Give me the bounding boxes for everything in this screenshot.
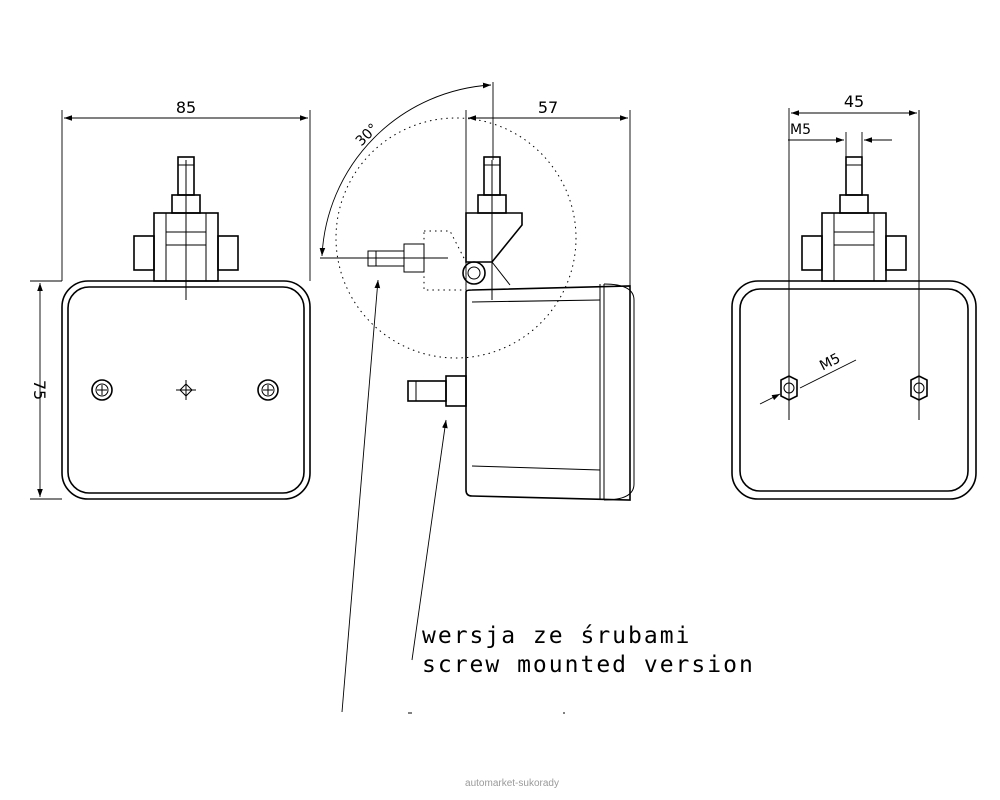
dim-rear-spacing-label: 45 — [844, 92, 864, 111]
rear-view: 45 M5 M5 — [731, 92, 977, 500]
dim-bolt-top-label: M5 — [790, 122, 811, 138]
dim-side-depth: 57 — [465, 98, 631, 290]
front-screw-left — [91, 379, 113, 401]
side-pivot-outer — [462, 261, 486, 285]
front-view: 85 75 — [30, 98, 311, 500]
version-note-english: screw mounted version — [422, 652, 755, 678]
side-rotation-envelope — [335, 117, 577, 359]
side-tilted-bracket-ghost — [320, 230, 467, 291]
side-screw-stud — [407, 375, 467, 407]
dim-side-depth-label: 57 — [538, 98, 558, 117]
front-screw-right — [257, 379, 279, 401]
dim-bolt-rear-label: M5 — [817, 351, 843, 375]
rear-housing-outer — [731, 280, 977, 500]
rear-mounting-bracket — [801, 156, 907, 282]
rear-nut-right — [910, 110, 928, 420]
side-tilt-arc — [319, 82, 492, 257]
side-mounting-bracket — [462, 156, 523, 300]
version-note-polish: wersja ze śrubami — [422, 623, 691, 649]
leader-tilt-bracket — [341, 279, 381, 713]
dim-rear-spacing: 45 — [788, 92, 917, 160]
dim-bolt-top: M5 — [788, 122, 892, 157]
side-pivot-inner — [467, 266, 481, 280]
dim-front-height: 75 — [30, 280, 62, 500]
dim-front-height-label: 75 — [30, 380, 49, 400]
rear-nut-left — [780, 160, 798, 420]
leader-screw-version — [411, 419, 448, 661]
side-housing — [465, 285, 631, 501]
front-mounting-bracket — [133, 156, 239, 300]
dim-front-width: 85 — [61, 98, 311, 281]
rear-housing-inner — [739, 288, 969, 492]
dim-front-width-label: 85 — [176, 98, 196, 117]
dim-tilt-angle-label: 30° — [353, 121, 382, 150]
side-view: 30° 57 — [319, 82, 635, 713]
dim-bolt-rear: M5 — [759, 351, 857, 405]
version-note: wersja ze śrubami screw mounted version — [422, 623, 755, 678]
watermark-text: automarket-sukorady — [465, 778, 559, 789]
